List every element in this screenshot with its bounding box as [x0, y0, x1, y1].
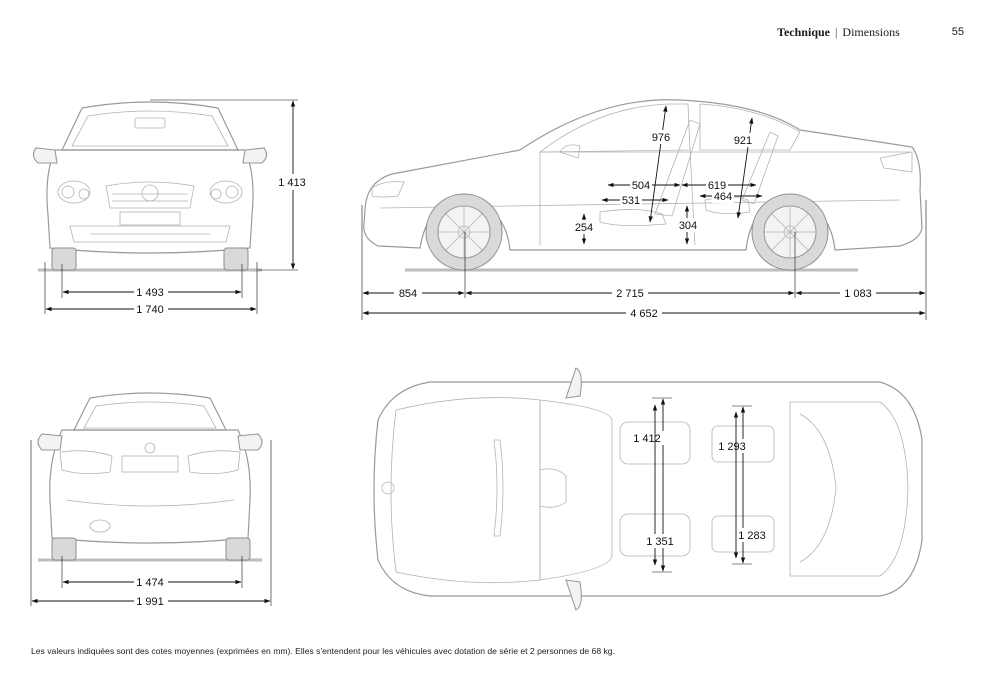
rear-view-dimensions: 1 474 1 991 — [30, 440, 272, 608]
dim-rear-overhang: 1 083 — [844, 288, 872, 300]
footnote: Les valeurs indiquées sont des cotes moy… — [31, 646, 615, 656]
side-view-car — [363, 99, 923, 272]
top-view-dimensions: 1 412 1 351 1 293 1 283 — [633, 397, 768, 573]
dim-seat-height-front: 254 — [575, 222, 593, 234]
dim-width-mirrors: 1 991 — [136, 596, 164, 608]
dim-elbow-front: 1 351 — [646, 536, 674, 548]
page-header: Technique | Dimensions 55 — [777, 24, 964, 40]
dim-wheelbase: 2 715 — [616, 288, 644, 300]
subsection-title: Dimensions — [842, 24, 900, 39]
front-view-car — [32, 101, 268, 272]
side-view-dimensions: 854 2 715 1 083 4 652 976 921 504 619 — [361, 105, 927, 320]
dim-overall-length: 4 652 — [630, 308, 658, 320]
header-separator: | — [835, 24, 838, 39]
dim-front-height: 1 413 — [278, 177, 306, 189]
section-title: Technique — [777, 24, 830, 39]
dim-headroom-rear: 921 — [734, 135, 752, 147]
top-view-car — [373, 367, 923, 611]
dim-seat-depth-front: 531 — [622, 195, 640, 207]
dim-front-overhang: 854 — [399, 288, 417, 300]
front-view-dimensions: 1 413 1 493 1 740 — [44, 99, 306, 316]
dim-front-width: 1 740 — [136, 304, 164, 316]
rear-view-car — [37, 392, 263, 562]
dim-shoulder-rear: 1 293 — [718, 441, 746, 453]
dim-front-track: 1 493 — [136, 287, 164, 299]
dim-legroom-front: 504 — [632, 180, 650, 192]
dim-shoulder-front: 1 412 — [633, 433, 661, 445]
dim-seat-height-rear: 304 — [679, 220, 697, 232]
dim-seat-depth-rear: 464 — [714, 191, 732, 203]
dim-elbow-rear: 1 283 — [738, 530, 766, 542]
dim-rear-track: 1 474 — [136, 577, 164, 589]
page-number: 55 — [951, 26, 964, 38]
dim-headroom-front: 976 — [652, 132, 670, 144]
